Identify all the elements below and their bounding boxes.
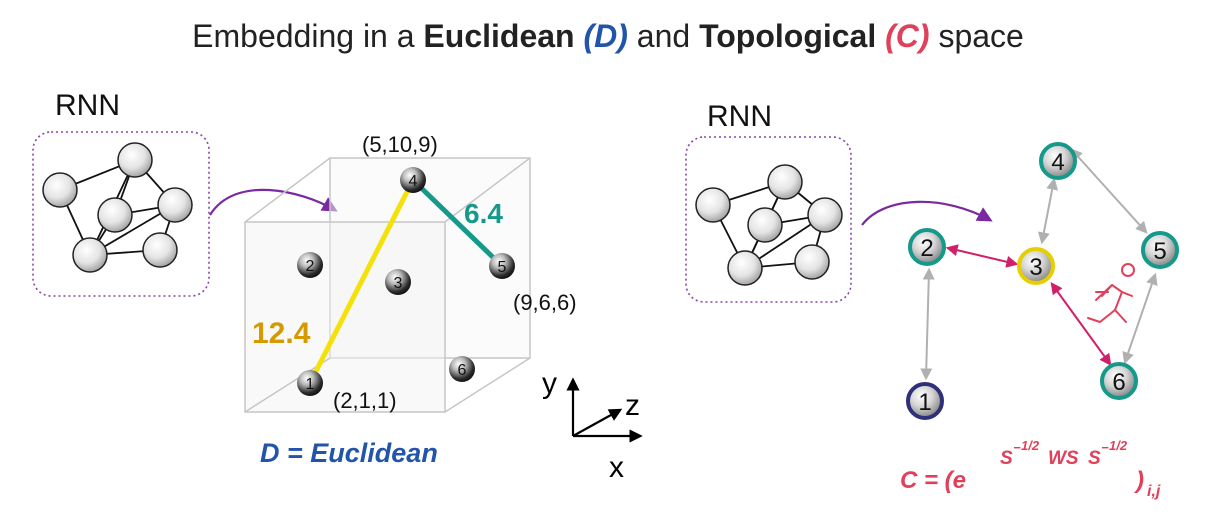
title-prefix: Embedding in a	[192, 18, 424, 54]
svg-text:S: S	[1000, 448, 1013, 469]
topological-formula: C = (e S − 1/2 WS S − 1/2 ) i,j	[900, 438, 1161, 500]
svg-text:5: 5	[498, 259, 507, 276]
right-rnn-box	[685, 136, 852, 303]
topology-gray-edges	[920, 148, 1158, 381]
topo-node-4: 4	[1039, 142, 1077, 180]
topo-node-5: 5	[1141, 231, 1179, 269]
title-and: and	[627, 18, 700, 54]
cube-node-6: 6	[449, 356, 475, 382]
svg-text:3: 3	[1029, 254, 1042, 281]
cube-node-4: 4	[400, 167, 426, 193]
left-embed-arrow	[209, 188, 338, 216]
topology-path-edges	[945, 244, 1112, 366]
distance-label-4-5: 6.4	[464, 198, 503, 229]
cube-node-3: 3	[385, 269, 411, 295]
svg-text:2: 2	[920, 235, 933, 262]
axis-label-z: z	[625, 389, 640, 422]
svg-text:−: −	[1013, 440, 1021, 455]
axis-label-y: y	[542, 367, 557, 400]
topo-node-1: 1	[906, 382, 944, 420]
svg-text:i,j: i,j	[1147, 483, 1161, 500]
edge-1-4-yellow	[307, 178, 416, 385]
title-d-var: (D)	[583, 18, 628, 54]
distance-label-1-4: 12.4	[252, 317, 311, 350]
runner-icon	[1087, 263, 1135, 323]
cube-node-5: 5	[489, 253, 515, 279]
topo-node-6: 6	[1100, 362, 1138, 400]
svg-text:3: 3	[394, 275, 403, 292]
svg-text:−: −	[1101, 440, 1109, 455]
title-topological: Topological	[699, 18, 877, 54]
title-euclidean: Euclidean	[423, 18, 575, 54]
svg-text:WS: WS	[1048, 448, 1079, 469]
cube-node-1: 1	[297, 370, 323, 396]
xyz-axes	[566, 377, 643, 443]
svg-text:S: S	[1088, 448, 1101, 469]
svg-text:5: 5	[1153, 238, 1166, 265]
coord-node-5: (9,6,6)	[513, 290, 577, 315]
svg-text:): )	[1133, 467, 1144, 494]
svg-text:C = (e: C = (e	[900, 467, 966, 494]
edge-4-5-teal	[411, 178, 504, 268]
topo-node-3: 3	[1017, 247, 1055, 285]
svg-text:1: 1	[306, 376, 315, 393]
svg-text:1: 1	[918, 389, 931, 416]
title-c-var: (C)	[885, 18, 930, 54]
left-rnn-nodes	[42, 142, 193, 273]
right-embed-arrow	[861, 200, 993, 226]
svg-text:4: 4	[409, 173, 418, 190]
left-rnn-box	[32, 131, 210, 297]
topo-node-2: 2	[908, 228, 946, 266]
svg-text:6: 6	[1112, 369, 1125, 396]
title-suffix: space	[929, 18, 1024, 54]
figure-title: Embedding in a Euclidean (D) and Topolog…	[0, 18, 1216, 55]
coord-node-4: (5,10,9)	[362, 132, 438, 157]
svg-text:1/2: 1/2	[1021, 438, 1040, 453]
svg-text:2: 2	[306, 258, 315, 275]
left-rnn-label: RNN	[55, 89, 120, 122]
axis-label-x: x	[609, 451, 624, 484]
svg-text:1/2: 1/2	[1109, 438, 1128, 453]
right-rnn-label: RNN	[707, 100, 772, 133]
coord-node-1: (2,1,1)	[333, 388, 397, 413]
svg-text:4: 4	[1051, 149, 1064, 176]
cube-node-2: 2	[297, 252, 323, 278]
euclidean-formula: D = Euclidean	[260, 438, 438, 468]
svg-text:6: 6	[458, 362, 467, 379]
